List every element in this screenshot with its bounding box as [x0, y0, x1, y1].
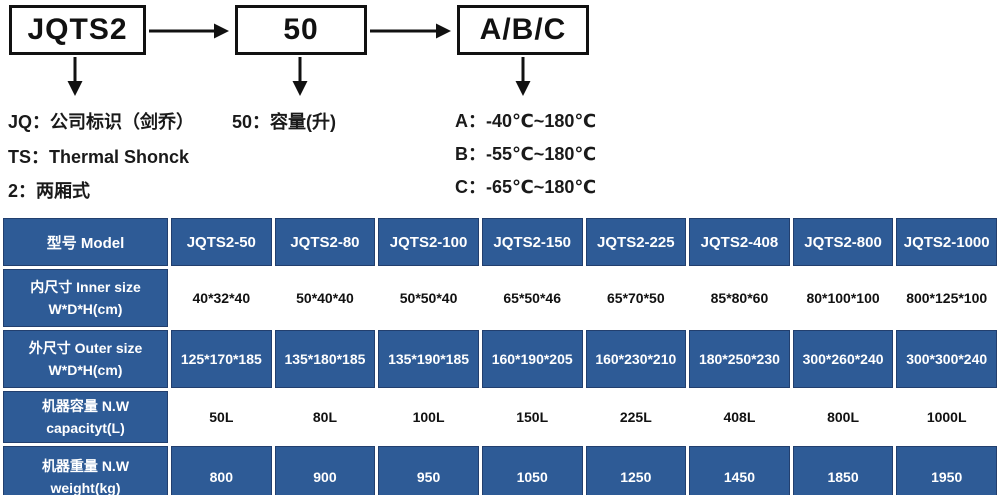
spec-value: 900	[274, 446, 376, 495]
spec-value: 80L	[274, 391, 376, 443]
spec-value: 180*250*230	[689, 330, 790, 388]
spec-value: 1250	[585, 446, 687, 495]
spec-value: 160*190*205	[481, 330, 583, 388]
spec-value: 50*50*40	[378, 269, 479, 327]
note-50-meaning: 50：容量(升)	[232, 112, 337, 132]
note-grade-a-range: A：-40℃~180℃	[455, 111, 597, 131]
spec-value: 135*190*185	[378, 330, 479, 388]
spec-value: 160*230*210	[585, 330, 687, 388]
spec-value: 135*180*185	[274, 330, 376, 388]
note-jq-meaning: JQ：公司标识（剑乔）	[8, 112, 195, 132]
spec-value: 1850	[792, 446, 894, 495]
spec-value: 125*170*185	[171, 330, 272, 388]
spec-value: 1450	[689, 446, 790, 495]
spec-value: 1950	[896, 446, 997, 495]
spec-value: 1000L	[896, 391, 997, 443]
spec-value: 800L	[792, 391, 894, 443]
note-2-meaning: 2：两厢式	[8, 181, 91, 201]
spec-value: 408L	[689, 391, 790, 443]
column-header-model-4: JQTS2-225	[585, 218, 687, 266]
spec-value: 950	[378, 446, 479, 495]
note-ts-meaning: TS：Thermal Shonck	[8, 147, 190, 167]
column-header-model-3: JQTS2-150	[481, 218, 583, 266]
spec-value: 50L	[171, 391, 272, 443]
spec-value: 150L	[481, 391, 583, 443]
column-header-model-5: JQTS2-408	[689, 218, 790, 266]
spec-value: 85*80*60	[689, 269, 790, 327]
spec-value: 65*70*50	[585, 269, 687, 327]
spec-value: 225L	[585, 391, 687, 443]
spec-value: 300*260*240	[792, 330, 894, 388]
code-box-capacity: 50	[235, 5, 367, 55]
spec-value: 100L	[378, 391, 479, 443]
spec-value: 1050	[481, 446, 583, 495]
note-grade-c-range: C：-65℃~180℃	[455, 177, 597, 197]
model-code-diagram: JQTS2 50 A/B/C JQ：公司标识（剑乔） 50：容量(升) A：-4…	[0, 0, 1000, 215]
column-header-model: 型号 Model	[3, 218, 168, 266]
spec-value: 800	[171, 446, 272, 495]
column-header-model-1: JQTS2-80	[274, 218, 376, 266]
spec-value: 65*50*46	[481, 269, 583, 327]
note-grade-b-range: B：-55℃~180℃	[455, 144, 597, 164]
code-box-temp-grade: A/B/C	[457, 5, 589, 55]
spec-value: 300*300*240	[896, 330, 997, 388]
spec-value: 40*32*40	[171, 269, 272, 327]
spec-value: 50*40*40	[274, 269, 376, 327]
column-header-model-0: JQTS2-50	[171, 218, 272, 266]
column-header-model-6: JQTS2-800	[792, 218, 894, 266]
column-header-model-7: JQTS2-1000	[896, 218, 997, 266]
spec-value: 80*100*100	[792, 269, 894, 327]
code-box-series: JQTS2	[9, 5, 146, 55]
spec-value: 800*125*100	[896, 269, 997, 327]
column-header-model-2: JQTS2-100	[378, 218, 479, 266]
